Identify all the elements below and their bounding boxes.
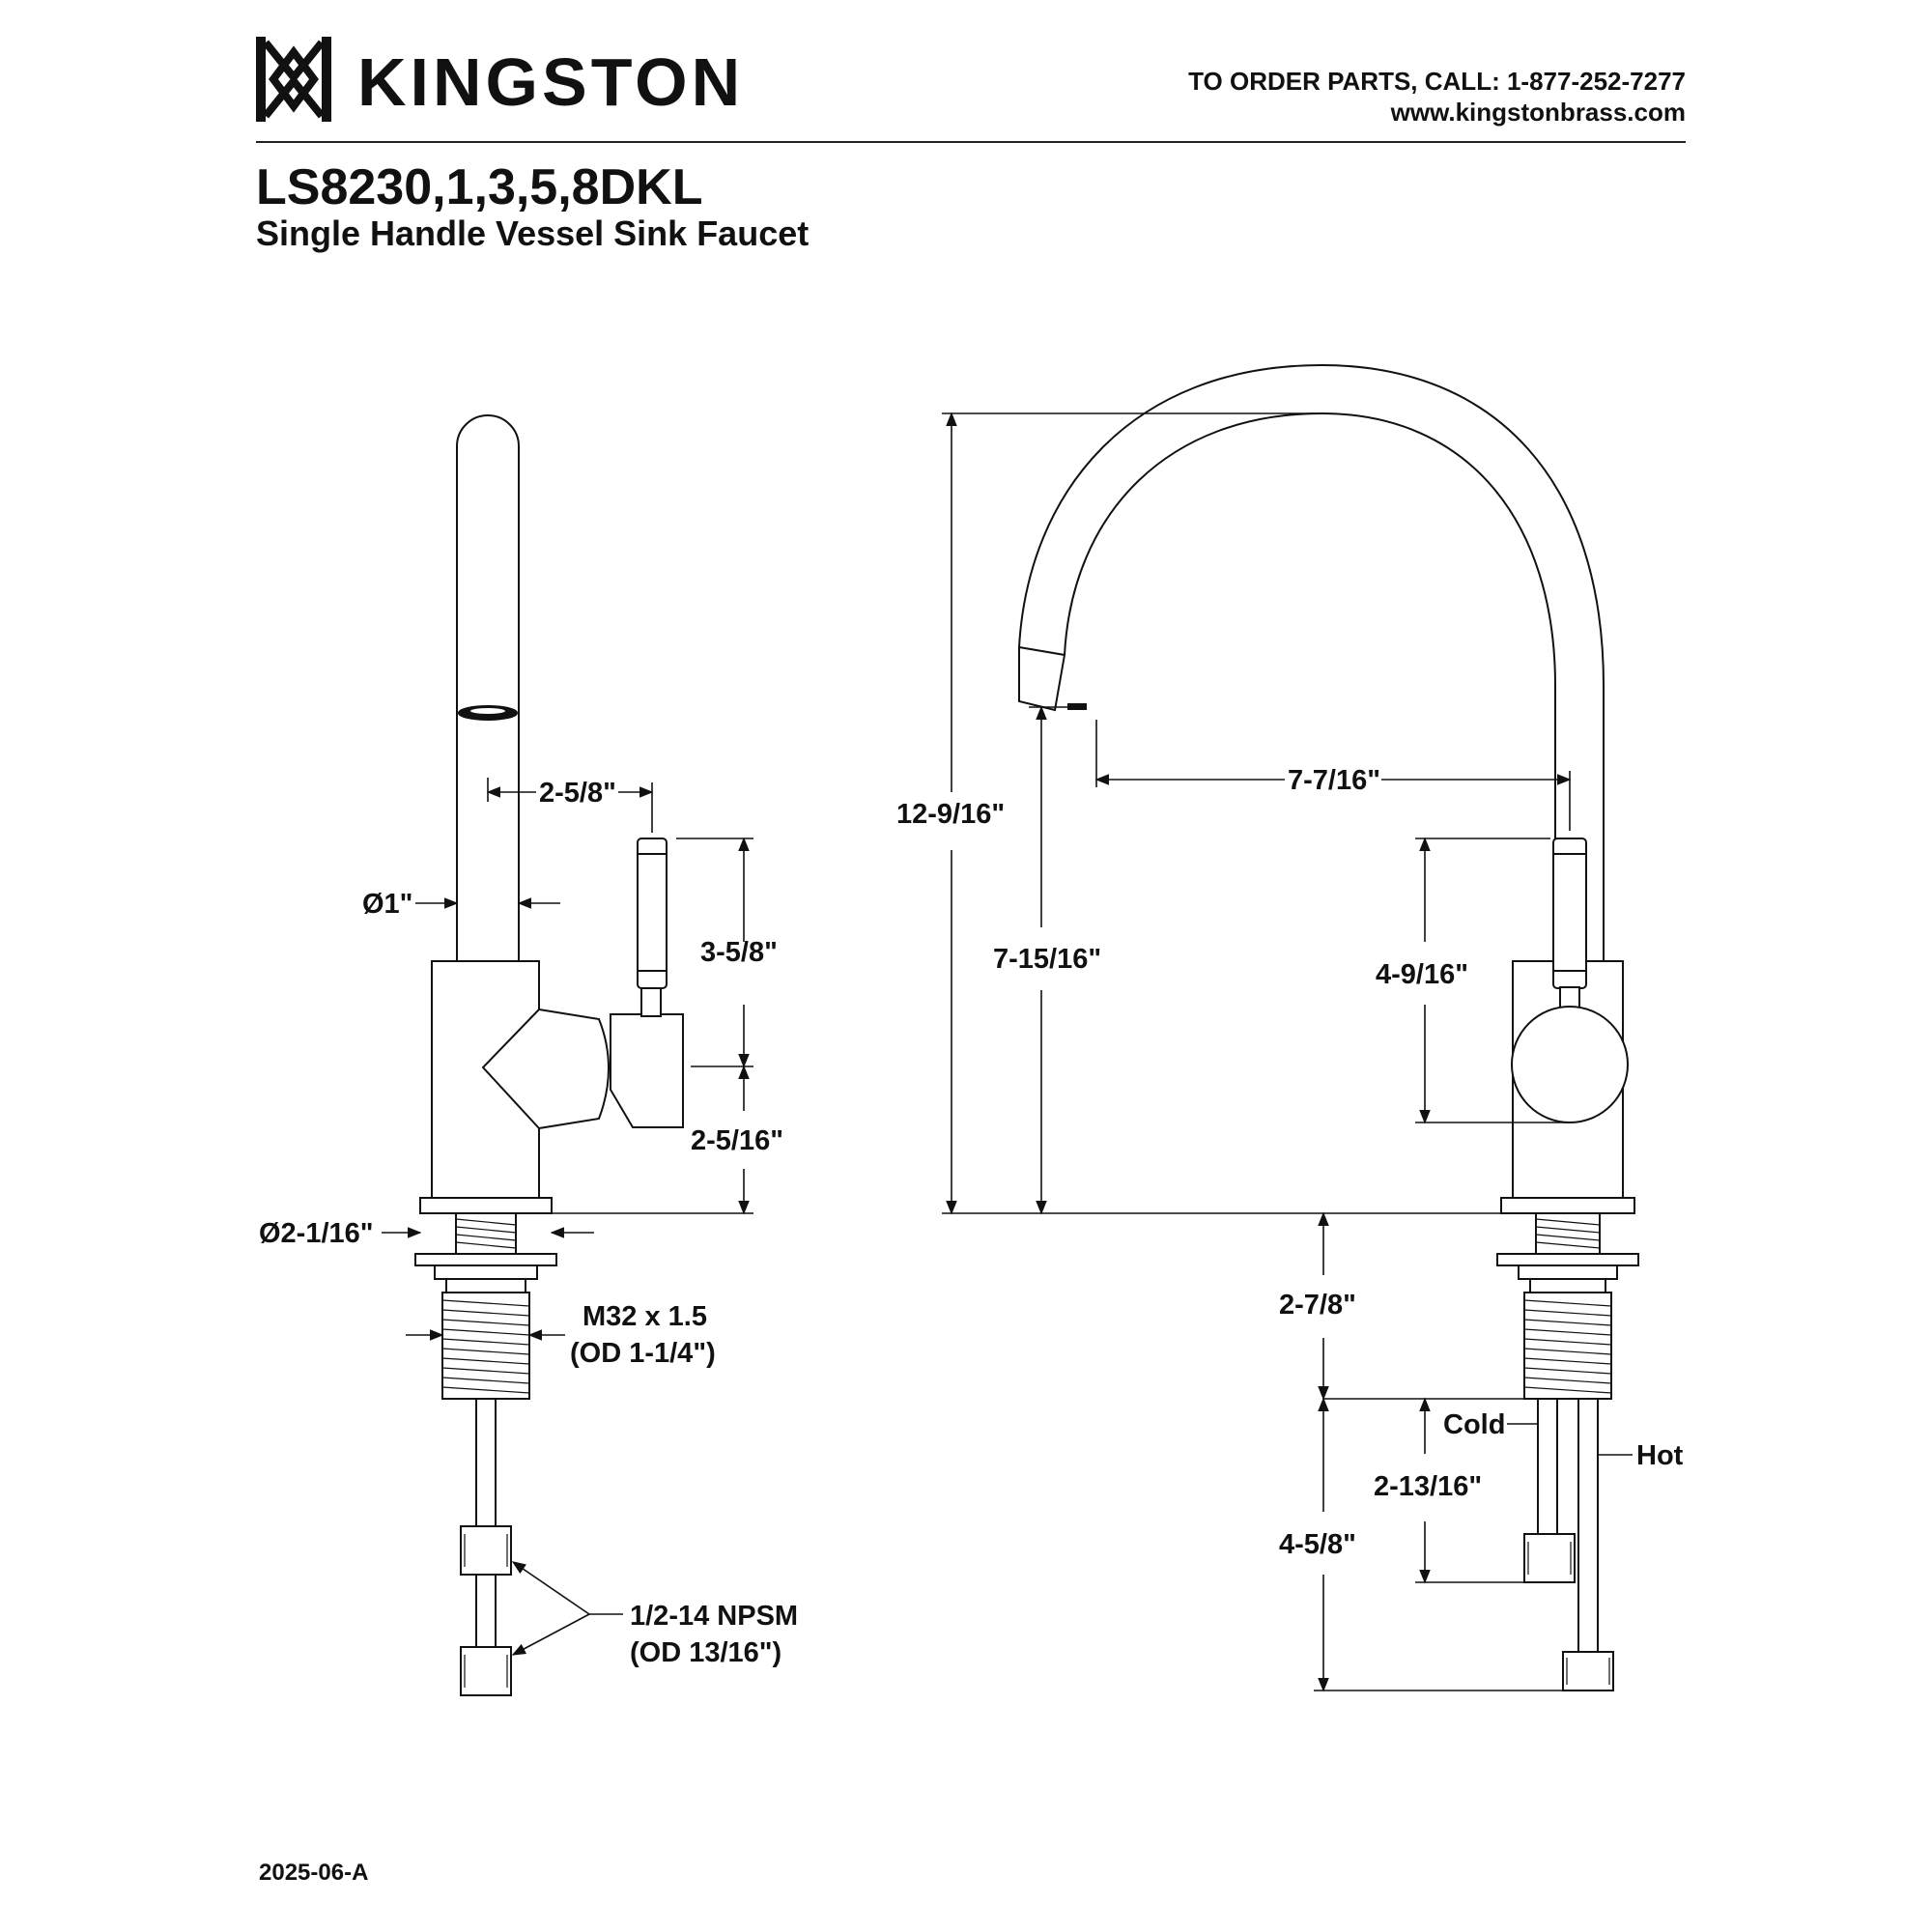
brand-name: KINGSTON bbox=[357, 44, 745, 120]
label-thread-od: (OD 1-1/4") bbox=[570, 1338, 716, 1369]
product-name: Single Handle Vessel Sink Faucet bbox=[256, 213, 810, 253]
label-supply-od: (OD 13/16") bbox=[630, 1637, 781, 1668]
dim-spout-diameter: Ø1" bbox=[362, 889, 412, 920]
dim-cold-line-length: 2-13/16" bbox=[1374, 1471, 1482, 1502]
front-spout-tip bbox=[1018, 645, 1066, 712]
side-base-flange bbox=[419, 1197, 553, 1214]
front-threaded-shank bbox=[1523, 1292, 1612, 1400]
dim-base-diameter: Ø2-1/16" bbox=[259, 1218, 374, 1249]
front-handle-disc bbox=[1511, 1006, 1629, 1123]
dim-spout-clearance: 7-15/16" bbox=[993, 944, 1101, 975]
kingston-logo-icon bbox=[256, 37, 331, 122]
side-supply-nut-lower bbox=[460, 1646, 512, 1696]
side-spout-stem bbox=[456, 414, 520, 961]
dim-handle-base-height: 2-5/16" bbox=[691, 1125, 783, 1156]
front-base-flange bbox=[1500, 1197, 1635, 1214]
dim-overall-height: 12-9/16" bbox=[896, 799, 1005, 830]
dim-handle-height-front: 4-9/16" bbox=[1376, 959, 1468, 990]
revision-code: 2025-06-A bbox=[259, 1860, 369, 1886]
label-supply-spec: 1/2-14 NPSM bbox=[630, 1601, 798, 1632]
front-gooseneck-spout bbox=[1064, 412, 1556, 961]
dim-spout-reach: 7-7/16" bbox=[1288, 765, 1380, 796]
label-hot: Hot bbox=[1636, 1440, 1684, 1471]
side-threaded-shank bbox=[441, 1292, 530, 1400]
front-hot-supply-nut bbox=[1562, 1651, 1614, 1691]
order-phone: TO ORDER PARTS, CALL: 1-877-252-7277 bbox=[1188, 67, 1686, 96]
dim-handle-offset: 2-5/8" bbox=[539, 778, 616, 809]
dim-shank-length: 2-7/8" bbox=[1279, 1290, 1356, 1321]
header-divider bbox=[256, 141, 1686, 143]
model-number: LS8230,1,3,5,8DKL bbox=[256, 159, 703, 215]
front-view-drawing bbox=[1018, 363, 1639, 1691]
front-handle-knob bbox=[1552, 838, 1587, 989]
side-view-drawing bbox=[414, 414, 684, 1696]
label-cold: Cold bbox=[1443, 1409, 1505, 1440]
side-handle-lever bbox=[610, 1013, 684, 1128]
contact-info: TO ORDER PARTS, CALL: 1-877-252-7277 www… bbox=[1188, 66, 1686, 128]
side-supply-nut-upper bbox=[460, 1525, 512, 1576]
website-link[interactable]: www.kingstonbrass.com bbox=[1390, 98, 1686, 127]
label-thread-spec: M32 x 1.5 bbox=[582, 1301, 707, 1332]
side-handle-knob bbox=[637, 838, 668, 989]
dim-handle-height-side: 3-5/8" bbox=[700, 937, 778, 968]
dim-supply-length: 4-5/8" bbox=[1279, 1529, 1356, 1560]
front-cold-supply-nut bbox=[1523, 1533, 1576, 1583]
